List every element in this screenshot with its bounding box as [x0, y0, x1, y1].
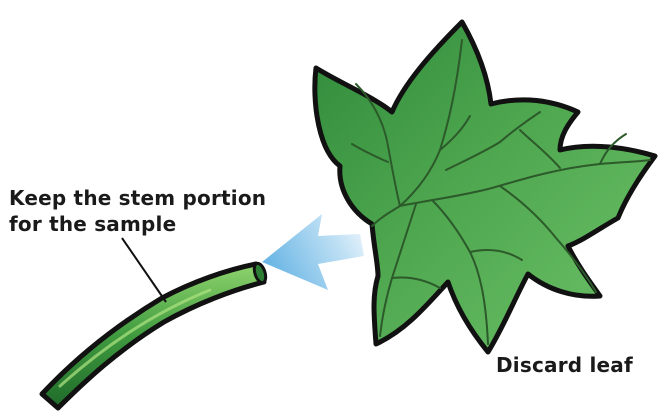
stem-label: Keep the stem portion for the sample: [9, 185, 266, 237]
separation-arrow-icon: [262, 214, 364, 290]
stem-label-line-1: Keep the stem portion: [9, 185, 266, 211]
stem-icon: [42, 262, 268, 408]
leaf-label: Discard leaf: [496, 352, 633, 378]
leader-line: [122, 238, 166, 302]
leaf-icon: [315, 22, 655, 352]
stem-label-line-2: for the sample: [9, 211, 266, 237]
